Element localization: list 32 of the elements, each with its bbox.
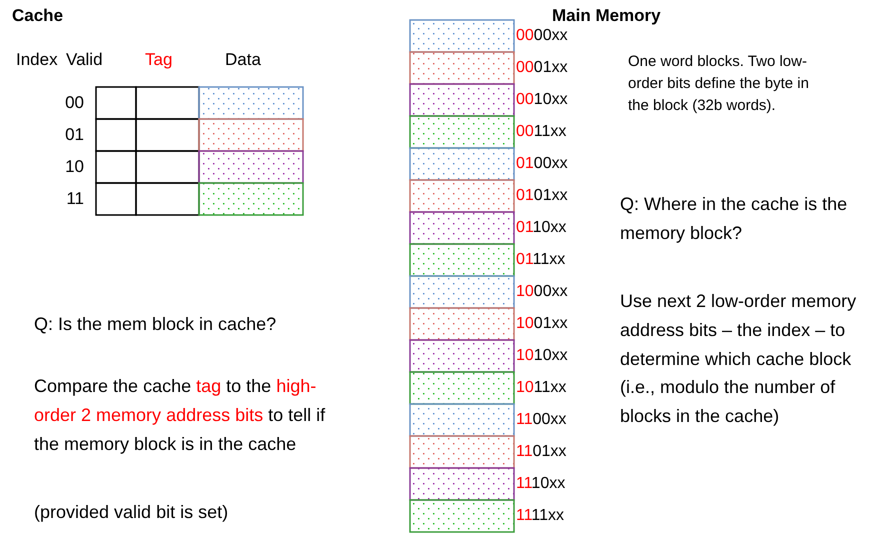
memory-address: 0101xx	[516, 186, 568, 206]
memory-address: 0011xx	[516, 122, 566, 142]
memory-address: 0001xx	[516, 58, 568, 78]
section-title: Cache	[12, 6, 64, 26]
memory-address: 1111xx	[516, 506, 564, 526]
memory-address: 1101xx	[516, 442, 566, 462]
note-text: Use next 2 low-order memory address bits – the index – to determine which cache block (i.e., modulo the number of blocks in the cache)	[620, 290, 858, 428]
memory-address: 0110xx	[516, 218, 566, 238]
memory-address: 1100xx	[516, 410, 566, 430]
index-number: 11	[65, 189, 84, 210]
column-header: Tag	[145, 50, 172, 70]
note-text: One word blocks. Two low-order bits define the byte in the block (32b words).	[628, 52, 810, 116]
index-number: 01	[64, 125, 84, 146]
memory-address: 1000xx	[516, 282, 568, 302]
note-text: Q: Where in the cache is the memory block?	[620, 193, 848, 245]
note-text: Compare the cache tag to the high-order 2 memory address bits to tell if the memory block is in the cache	[34, 375, 326, 456]
column-header: Valid	[66, 50, 103, 70]
memory-address: 0000xx	[516, 26, 568, 46]
memory-address: 1011xx	[516, 378, 566, 398]
note-text: Q: Is the mem block in cache?	[34, 314, 276, 336]
memory-address: 1010xx	[516, 346, 568, 366]
memory-address: 0100xx	[516, 154, 568, 174]
memory-address: 1110xx	[516, 474, 566, 494]
section-title: Main Memory	[552, 6, 661, 26]
memory-address: 1001xx	[516, 314, 568, 334]
column-header: Data	[225, 50, 261, 70]
column-header: Index	[16, 50, 58, 70]
index-number: 10	[64, 157, 84, 178]
memory-address: 0111xx	[516, 250, 566, 270]
memory-address: 0010xx	[516, 90, 568, 110]
index-number: 00	[64, 93, 84, 114]
note-text: (provided valid bit is set)	[34, 502, 228, 524]
